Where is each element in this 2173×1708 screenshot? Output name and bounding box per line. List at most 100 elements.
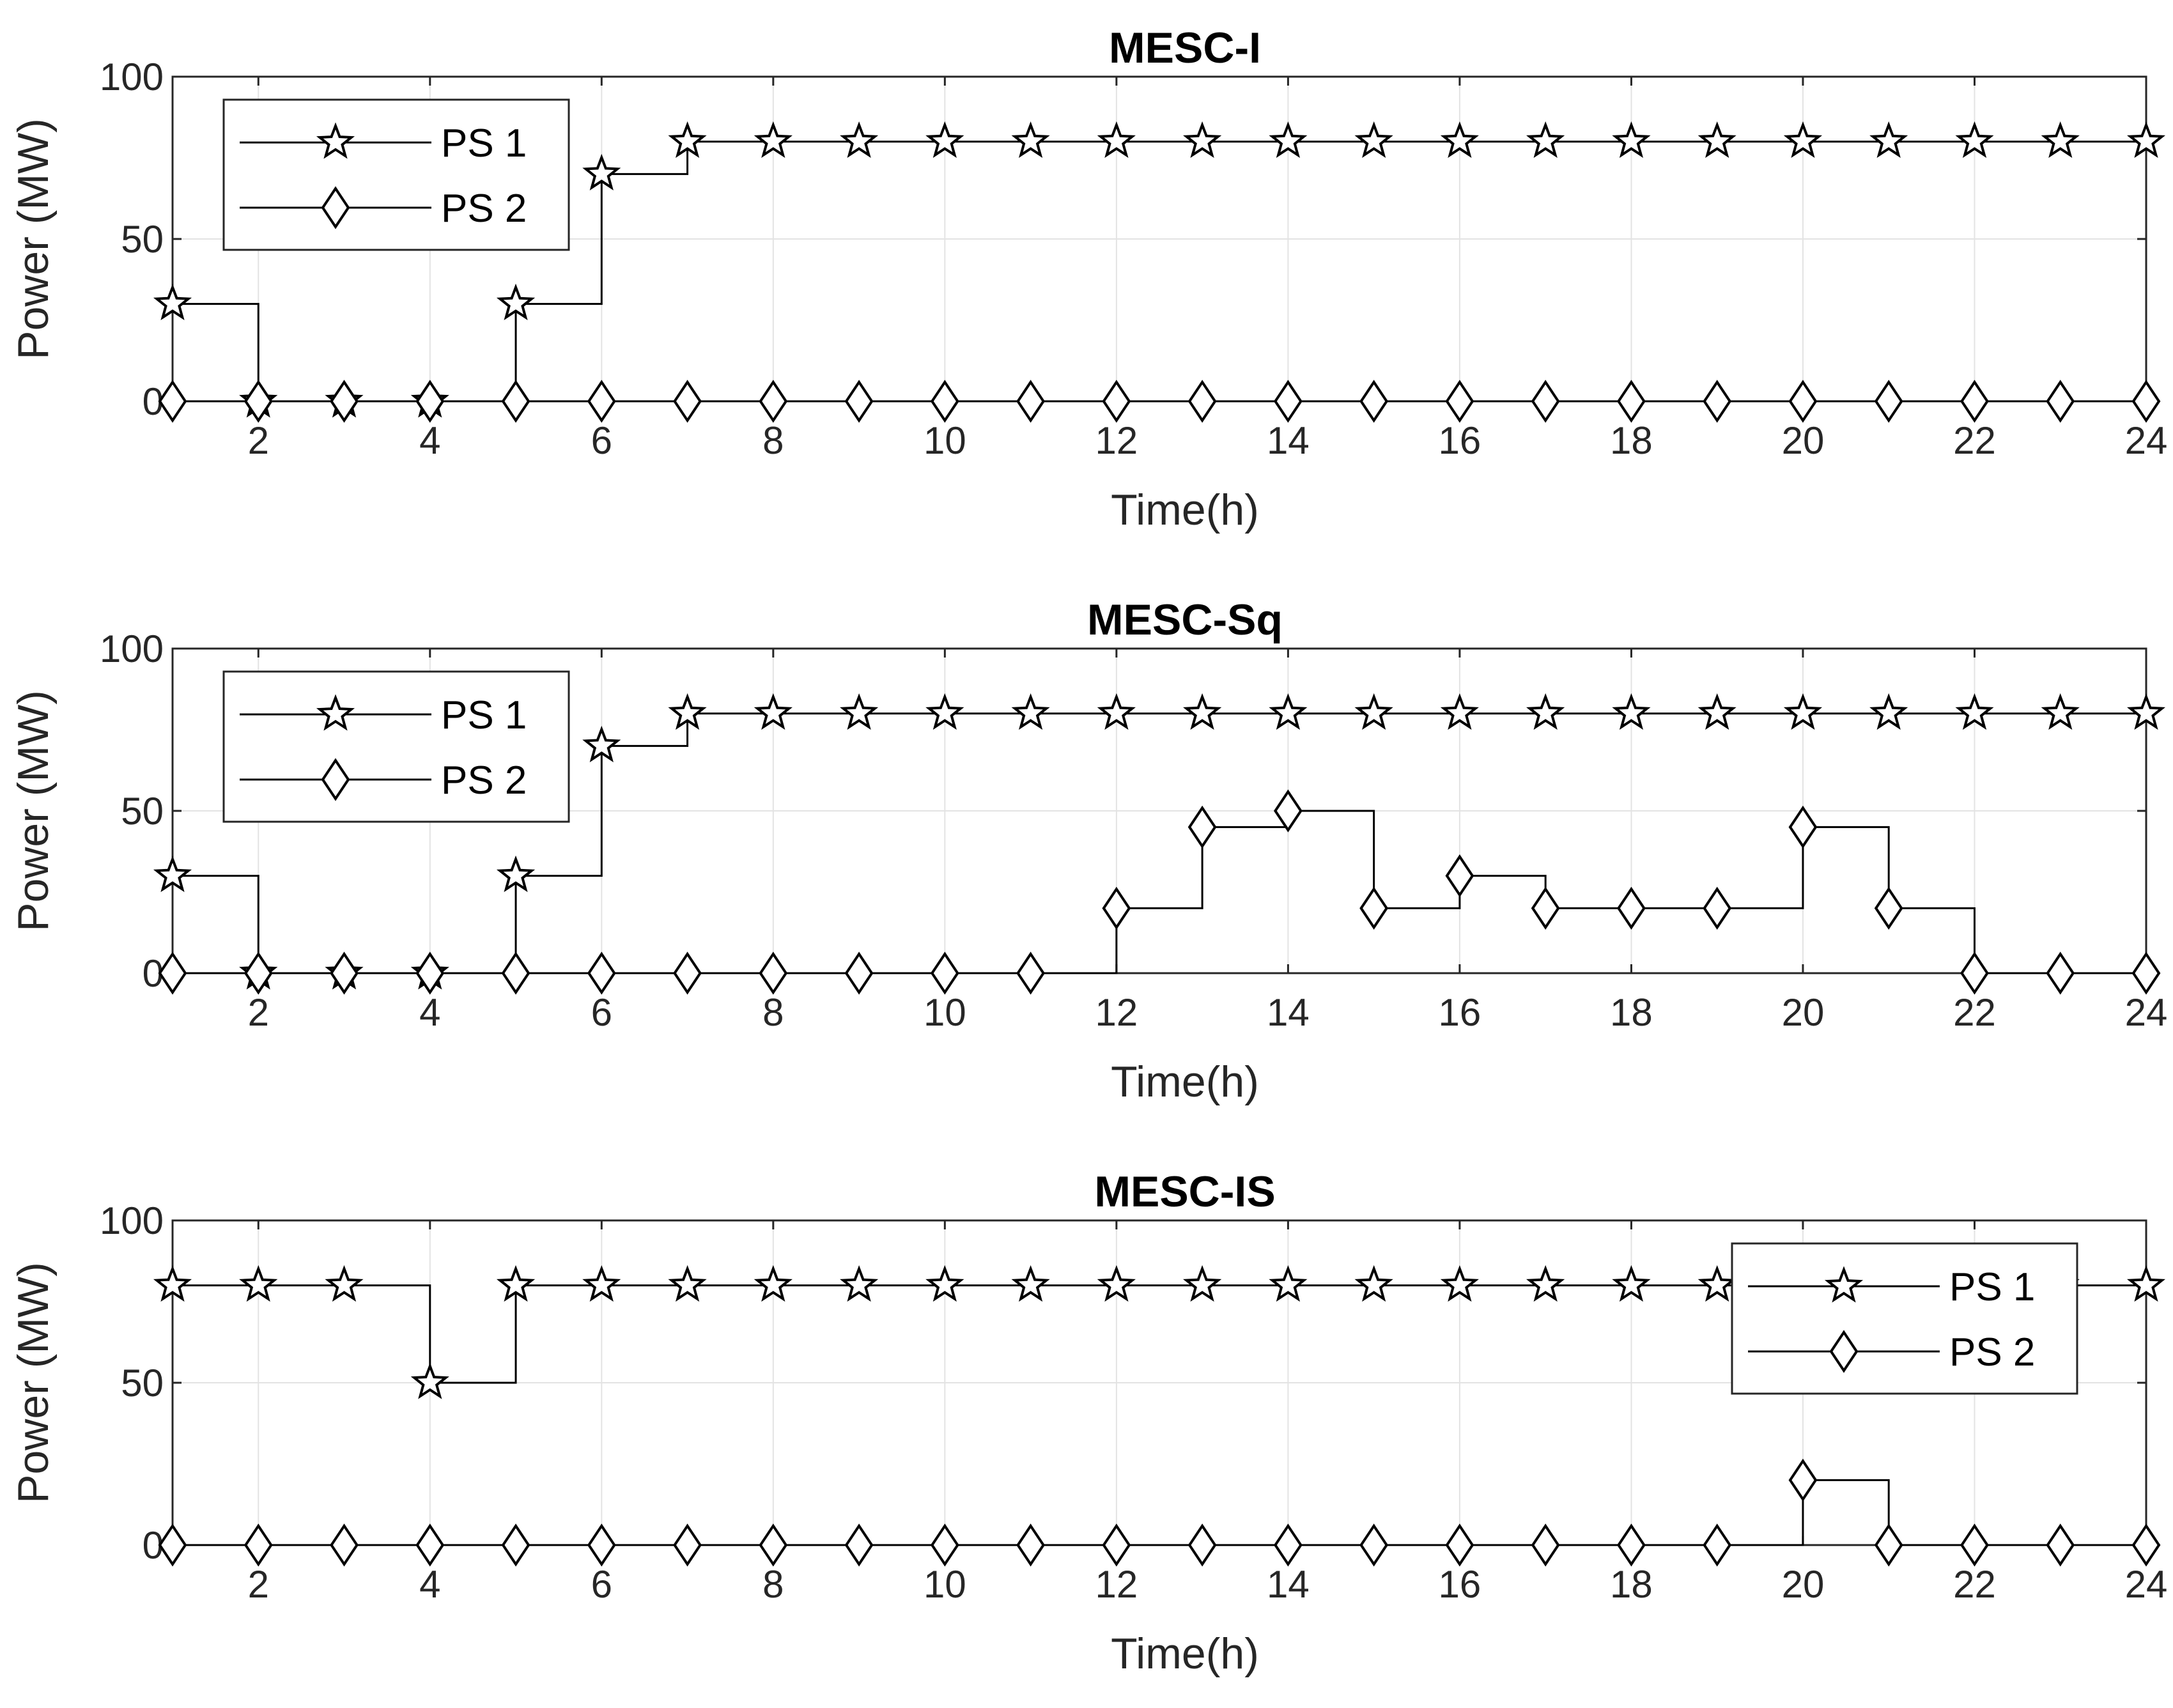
data-point: [1783, 121, 1823, 158]
data-point: [2046, 380, 2075, 423]
data-point: [158, 951, 187, 995]
x-tick-label: 8: [762, 991, 784, 1034]
data-point: [1269, 121, 1308, 158]
data-point: [501, 951, 530, 995]
data-point: [1531, 886, 1560, 930]
data-point: [1440, 121, 1479, 158]
legend-box: [222, 98, 570, 251]
data-point: [1617, 380, 1646, 423]
data-point: [1011, 121, 1050, 158]
data-point: [840, 1265, 879, 1302]
data-point: [1354, 1265, 1393, 1302]
data-point: [2131, 1523, 2161, 1567]
data-point: [325, 1265, 364, 1302]
data-point: [1359, 380, 1389, 423]
x-tick-label: 14: [1267, 419, 1310, 462]
x-tick-label: 20: [1782, 991, 1825, 1034]
data-point: [1697, 693, 1736, 730]
data-point: [330, 380, 359, 423]
data-point: [2046, 951, 2075, 995]
data-point: [1183, 1265, 1222, 1302]
data-point: [2126, 121, 2166, 158]
data-point: [1097, 693, 1136, 730]
x-tick-label: 18: [1610, 1563, 1653, 1606]
chart-title: MESC-IS: [1094, 1167, 1275, 1216]
data-point: [1354, 693, 1393, 730]
data-point: [844, 380, 874, 423]
data-point: [925, 693, 964, 730]
data-point: [1187, 380, 1217, 423]
data-point: [673, 951, 702, 995]
x-tick-label: 22: [1953, 1563, 1996, 1606]
series-line: [173, 1479, 2146, 1546]
x-tick-label: 24: [2125, 419, 2168, 462]
data-point: [501, 1523, 530, 1567]
x-tick-label: 2: [248, 1563, 269, 1606]
data-point: [1097, 1265, 1136, 1302]
data-point: [158, 1523, 187, 1567]
data-point: [1016, 1523, 1046, 1567]
data-point: [239, 1265, 278, 1302]
data-point: [1097, 121, 1136, 158]
legend: PS 1PS 2: [222, 670, 570, 823]
data-point: [1874, 886, 1903, 930]
data-point: [1102, 1523, 1131, 1567]
data-point: [244, 380, 273, 423]
data-point: [759, 951, 788, 995]
data-point: [1354, 121, 1393, 158]
data-point: [153, 283, 192, 321]
legend-box: [222, 670, 570, 823]
data-point: [1526, 121, 1565, 158]
x-axis-label: Time(h): [1111, 486, 1259, 534]
legend-star-marker: [316, 694, 355, 731]
legend-star-marker: [1824, 1266, 1864, 1303]
data-point: [668, 1265, 707, 1302]
data-point: [1955, 121, 1994, 158]
x-tick-label: 8: [762, 1563, 784, 1606]
legend-label: PS 2: [1949, 1330, 2035, 1374]
x-tick-label: 12: [1095, 991, 1138, 1034]
data-point: [1269, 693, 1308, 730]
data-point: [759, 1523, 788, 1567]
data-point: [2131, 951, 2161, 995]
data-point: [1788, 380, 1818, 423]
data-point: [1960, 951, 1989, 995]
legend-star-marker: [316, 122, 355, 159]
series-2: [158, 789, 2161, 995]
x-tick-label: 20: [1782, 1563, 1825, 1606]
data-point: [1697, 121, 1736, 158]
x-tick-label: 2: [248, 991, 269, 1034]
data-point: [1526, 1265, 1565, 1302]
data-point: [496, 855, 536, 893]
data-point: [1102, 886, 1131, 930]
y-axis-label: Power (MW): [9, 690, 58, 932]
data-point: [844, 951, 874, 995]
y-axis-label: Power (MW): [9, 118, 58, 360]
x-tick-label: 4: [419, 1563, 440, 1606]
data-point: [1273, 380, 1303, 423]
data-point: [925, 1265, 964, 1302]
data-point: [1273, 789, 1303, 833]
data-point: [158, 380, 187, 423]
data-point: [501, 380, 530, 423]
data-point: [1526, 693, 1565, 730]
legend-label: PS 2: [441, 187, 527, 231]
data-point: [1960, 380, 1989, 423]
x-tick-label: 16: [1439, 419, 1481, 462]
x-tick-label: 6: [591, 1563, 612, 1606]
data-point: [925, 121, 964, 158]
data-point: [496, 1265, 536, 1302]
data-point: [330, 1523, 359, 1567]
data-point: [1874, 380, 1903, 423]
data-point: [1011, 1265, 1050, 1302]
legend-diamond-marker: [321, 758, 350, 801]
data-point: [1703, 886, 1732, 930]
x-axis-label: Time(h): [1111, 1629, 1259, 1678]
x-tick-label: 6: [591, 991, 612, 1034]
series-2: [158, 380, 2161, 423]
legend: PS 1PS 2: [222, 98, 570, 251]
data-point: [415, 1523, 445, 1567]
x-tick-label: 10: [924, 1563, 966, 1606]
